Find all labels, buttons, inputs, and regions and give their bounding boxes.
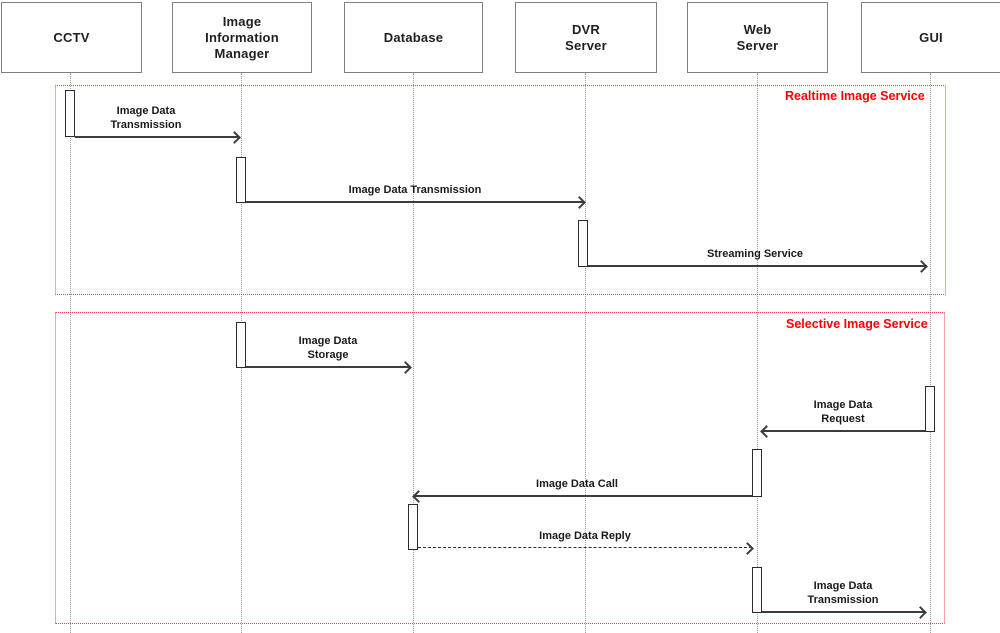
- message-label-7: Image Data Reply: [539, 530, 631, 542]
- frame-label-realtime: Realtime Image Service: [785, 89, 925, 103]
- message-label-4: Image Data Storage: [298, 335, 358, 361]
- lifeline-web-server: [757, 73, 758, 633]
- actor-label-database: Database: [383, 29, 444, 45]
- message-label-1: Image Data Transmission: [110, 105, 182, 131]
- message-label-2: Image Data Transmission: [348, 184, 482, 196]
- actor-label-dvr-server: DVR Server: [565, 21, 607, 53]
- message-line-4: [246, 366, 410, 368]
- message-label-3: Streaming Service: [707, 248, 803, 260]
- message-line-1: [75, 136, 238, 138]
- message-label-5: Image Data Request: [813, 399, 873, 425]
- activation-bar-gui: [925, 386, 935, 432]
- message-line-5: [763, 430, 925, 432]
- lifeline-database: [413, 73, 414, 633]
- actor-label-web-server: Web Server: [736, 21, 779, 53]
- message-line-2: [246, 201, 584, 203]
- actor-label-image-information-manager: Image Information Manager: [205, 13, 279, 61]
- lifeline-dvr-server: [585, 73, 586, 633]
- lifeline-cctv: [70, 73, 71, 633]
- actor-box-web-server: Web Server: [687, 2, 828, 73]
- lifeline-gui: [930, 73, 931, 633]
- actor-box-dvr-server: DVR Server: [515, 2, 657, 73]
- actor-box-image-information-manager: Image Information Manager: [172, 2, 312, 73]
- activation-bar-web-1: [752, 449, 762, 497]
- activation-bar-iim-2: [236, 322, 246, 368]
- frame-selective-image-service: [55, 312, 945, 624]
- activation-bar-web-2: [752, 567, 762, 613]
- activation-bar-cctv: [65, 90, 75, 137]
- actor-label-gui: GUI: [919, 29, 943, 45]
- activation-bar-dvr: [578, 220, 588, 267]
- actor-label-cctv: CCTV: [53, 29, 90, 45]
- frame-realtime-image-service: [55, 85, 946, 295]
- activation-bar-iim-1: [236, 157, 246, 203]
- actor-box-gui: GUI: [861, 2, 1000, 73]
- message-line-8: [762, 611, 925, 613]
- frame-label-selective: Selective Image Service: [786, 317, 928, 331]
- message-line-7: [418, 547, 752, 548]
- message-label-6: Image Data Call: [536, 478, 618, 490]
- actor-box-cctv: CCTV: [1, 2, 142, 73]
- activation-bar-database: [408, 504, 418, 550]
- actor-box-database: Database: [344, 2, 483, 73]
- message-label-8: Image Data Transmission: [807, 580, 879, 606]
- message-line-3: [588, 265, 926, 267]
- message-line-6: [415, 495, 752, 497]
